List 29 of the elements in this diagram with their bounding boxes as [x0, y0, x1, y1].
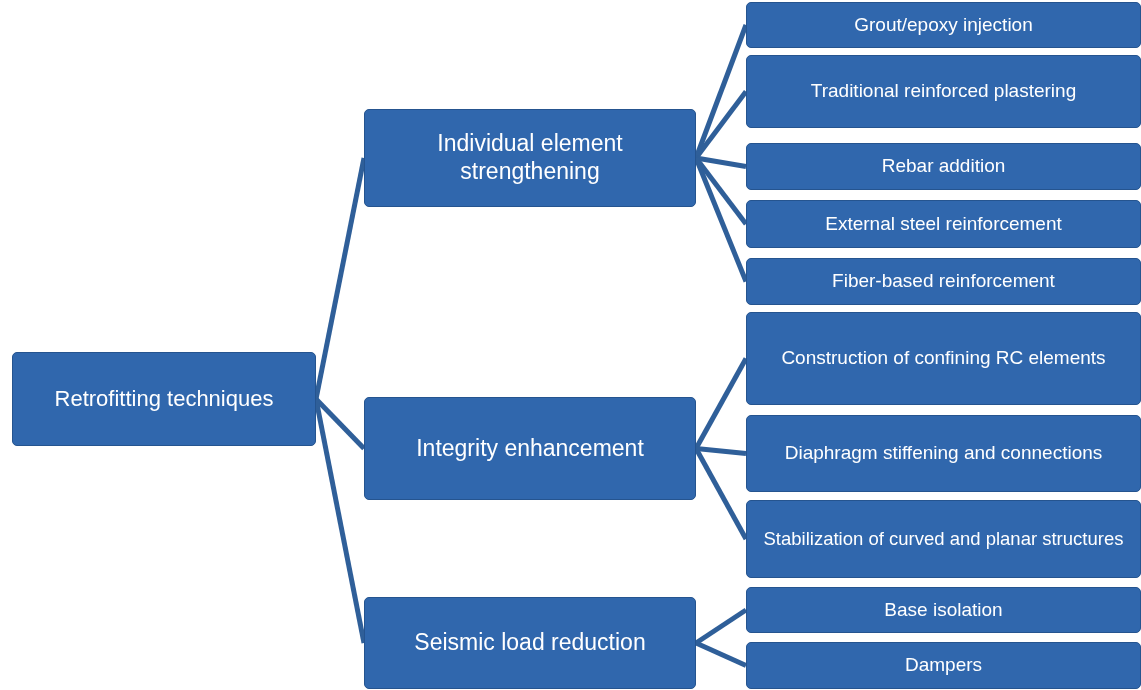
box-label: Traditional reinforced plastering	[810, 80, 1077, 103]
box-label: Dampers	[904, 654, 983, 677]
process-box	[746, 2, 1141, 48]
box-label: Seismic load reduction	[414, 629, 646, 657]
process-box	[746, 415, 1141, 492]
process-box	[746, 55, 1141, 128]
box-label: Individual element strengthening	[436, 130, 624, 186]
process-box	[364, 597, 696, 689]
process-box	[12, 352, 316, 446]
box-label: Retrofitting techniques	[54, 385, 274, 413]
process-box	[746, 642, 1141, 689]
process-box	[746, 200, 1141, 248]
box-label: Base isolation	[884, 598, 1003, 622]
process-box	[364, 109, 696, 207]
box-label: Stabilization of curved and planar structures	[763, 527, 1124, 551]
process-box	[746, 143, 1141, 190]
process-box	[746, 500, 1141, 578]
box-label: Construction of confining RC elements	[781, 347, 1106, 370]
box-label: Diaphragm stiffening and connections	[784, 442, 1103, 465]
box-label: External steel reinforcement	[825, 212, 1062, 236]
box-label: Fiber-based reinforcement	[832, 270, 1055, 293]
process-box	[746, 258, 1141, 305]
box-label: Rebar addition	[881, 155, 1006, 178]
box-label: Integrity enhancement	[416, 434, 644, 463]
process-box	[364, 397, 696, 500]
process-box	[746, 587, 1141, 633]
process-box	[746, 312, 1141, 405]
connector-line	[694, 640, 748, 668]
box-label: Grout/epoxy injection	[854, 13, 1033, 37]
